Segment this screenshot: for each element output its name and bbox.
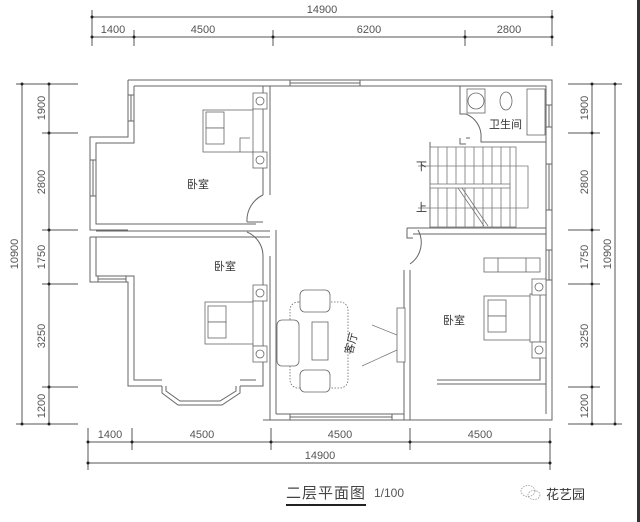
door-swing-icon: [409, 229, 422, 265]
dim-right-5: 1200: [579, 394, 591, 418]
dimension-ticks: [20, 15, 617, 465]
wechat-icon: [520, 485, 541, 500]
dim-left-1: 1900: [36, 96, 48, 120]
dim-top-total: 14900: [307, 4, 338, 16]
watermark: 花艺园: [546, 488, 586, 503]
cabinet-icon: [483, 257, 541, 273]
bed-icon: [204, 284, 268, 363]
dim-left-total: 10900: [9, 239, 21, 270]
dim-right-4: 3250: [579, 324, 591, 348]
dim-right-2: 2800: [579, 170, 591, 194]
dim-top-4: 2800: [497, 24, 521, 36]
stairs-down-label: 下: [416, 160, 427, 173]
dim-bottom-4: 4500: [468, 429, 492, 441]
toilet-icon: [499, 91, 513, 111]
tv-view-lines: [361, 324, 398, 367]
dim-top-2: 4500: [191, 24, 215, 36]
doors: [246, 113, 482, 265]
dim-right-1: 1900: [579, 96, 591, 120]
right-border: [637, 0, 640, 522]
dim-left-3: 1750: [36, 245, 48, 269]
dim-left-5: 1200: [36, 394, 48, 418]
dim-top-3: 6200: [357, 24, 381, 36]
dim-bottom-2: 4500: [190, 429, 214, 441]
room-label-bathroom: 卫生间: [489, 117, 522, 131]
dim-bottom-1: 1400: [98, 429, 122, 441]
door-swing-icon: [246, 194, 264, 223]
bathtub-icon: [526, 88, 546, 136]
dim-right-total: 10900: [602, 239, 614, 270]
furniture: [202, 88, 547, 393]
stairs-up-label: 上: [416, 201, 427, 214]
dim-left-2: 2800: [36, 170, 48, 194]
room-label-bedroom-bottom-left: 卧室: [214, 259, 236, 273]
sofa-set-icon: [276, 289, 349, 393]
dim-top-1: 1400: [101, 24, 125, 36]
dim-right-3: 1750: [579, 245, 591, 269]
walls: [89, 79, 553, 421]
dim-bottom-3: 4500: [328, 429, 352, 441]
bed-icon: [483, 278, 547, 359]
right-dimension-lines: [568, 83, 622, 425]
dim-left-4: 3250: [36, 324, 48, 348]
room-label-bedroom-top-left: 卧室: [187, 177, 209, 191]
bed-icon: [202, 92, 268, 169]
dim-bottom-total: 14900: [305, 450, 336, 462]
drawing-title: 二层平面图: [286, 482, 367, 506]
drawing-scale: 1/100: [374, 486, 405, 500]
room-label-living: 客厅: [341, 331, 360, 356]
room-label-bedroom-right: 卧室: [443, 313, 465, 327]
sink-icon: [467, 92, 485, 110]
staircase: [418, 146, 529, 228]
door-swing-icon: [246, 231, 264, 257]
door-swing-icon: [465, 113, 482, 139]
tv-icon: [396, 307, 406, 363]
